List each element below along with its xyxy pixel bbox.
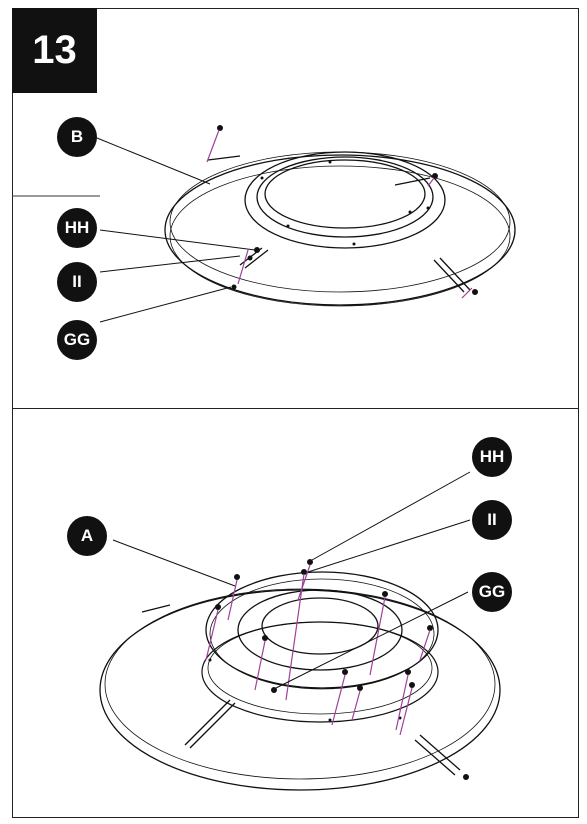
callout-gg-top: GG (57, 320, 97, 360)
bottom-screw-lines (205, 564, 431, 736)
callout-gg-bottom: GG (472, 572, 512, 612)
callout-b: B (57, 117, 97, 157)
callout-hh-top: HH (57, 208, 97, 248)
panel-divider (12, 408, 579, 409)
top-hardware-dots (217, 125, 478, 295)
bottom-ring-lower (201, 621, 439, 723)
bottom-shade (99, 588, 501, 791)
bottom-hardware-dots (208, 559, 469, 780)
diagram-frame (12, 8, 579, 818)
callout-hh-bottom: HH (472, 437, 512, 477)
bottom-ring-part-a (205, 571, 439, 690)
callout-a: A (67, 516, 107, 556)
callout-ii-top: II (57, 262, 97, 302)
step-number-badge: 13 (12, 8, 97, 93)
bottom-leader-lines (112, 471, 471, 689)
top-screw-lines (206, 129, 473, 299)
top-leader-lines (96, 137, 256, 323)
callout-ii-bottom: II (472, 500, 512, 540)
top-shade-part-b (164, 151, 516, 307)
